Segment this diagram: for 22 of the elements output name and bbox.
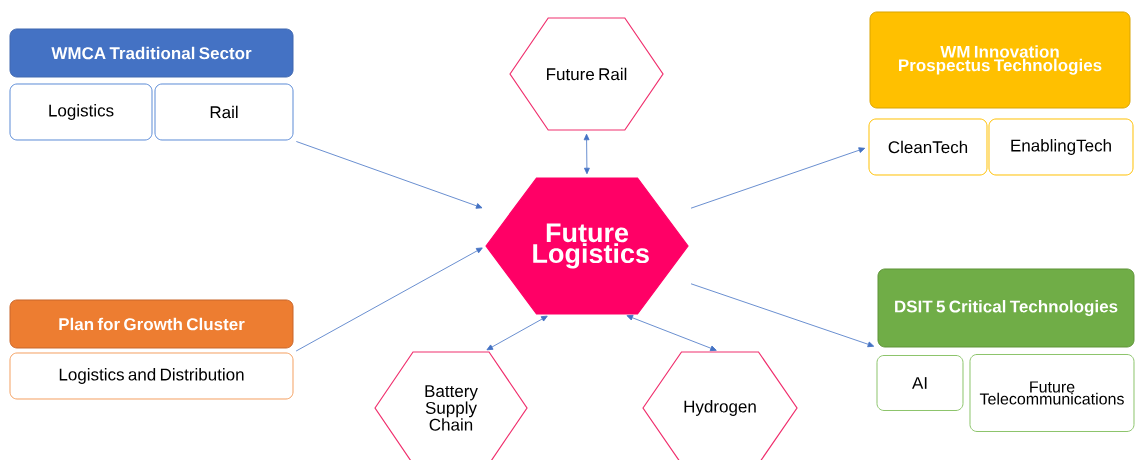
arrow bbox=[295, 141, 483, 209]
hexagon: Future Rail bbox=[509, 17, 664, 131]
category-box: Logistics and Distribution bbox=[9, 352, 294, 400]
category-box: Logistics bbox=[9, 83, 153, 141]
arrow bbox=[583, 133, 590, 175]
header-box: WM Innovation Prospectus Technologies bbox=[869, 11, 1131, 109]
category-box: EnablingTech bbox=[988, 118, 1134, 176]
arrow bbox=[690, 283, 875, 348]
category-box: Rail bbox=[154, 83, 294, 141]
category-box: AI bbox=[876, 355, 964, 411]
header-box: DSIT 5 Critical Technologies bbox=[877, 268, 1135, 348]
arrow bbox=[626, 314, 717, 352]
arrow bbox=[690, 147, 866, 209]
hexagon: Battery Supply Chain bbox=[374, 351, 528, 460]
category-box: CleanTech bbox=[868, 118, 988, 176]
hexagon: Future Logistics bbox=[485, 177, 689, 315]
hexagon: Hydrogen bbox=[642, 351, 798, 460]
header-box: Plan for Growth Cluster bbox=[9, 299, 294, 349]
arrow bbox=[486, 315, 548, 351]
arrow bbox=[295, 247, 483, 352]
category-box: Future Telecommunications bbox=[969, 354, 1135, 432]
header-box: WMCA Traditional Sector bbox=[9, 28, 294, 78]
